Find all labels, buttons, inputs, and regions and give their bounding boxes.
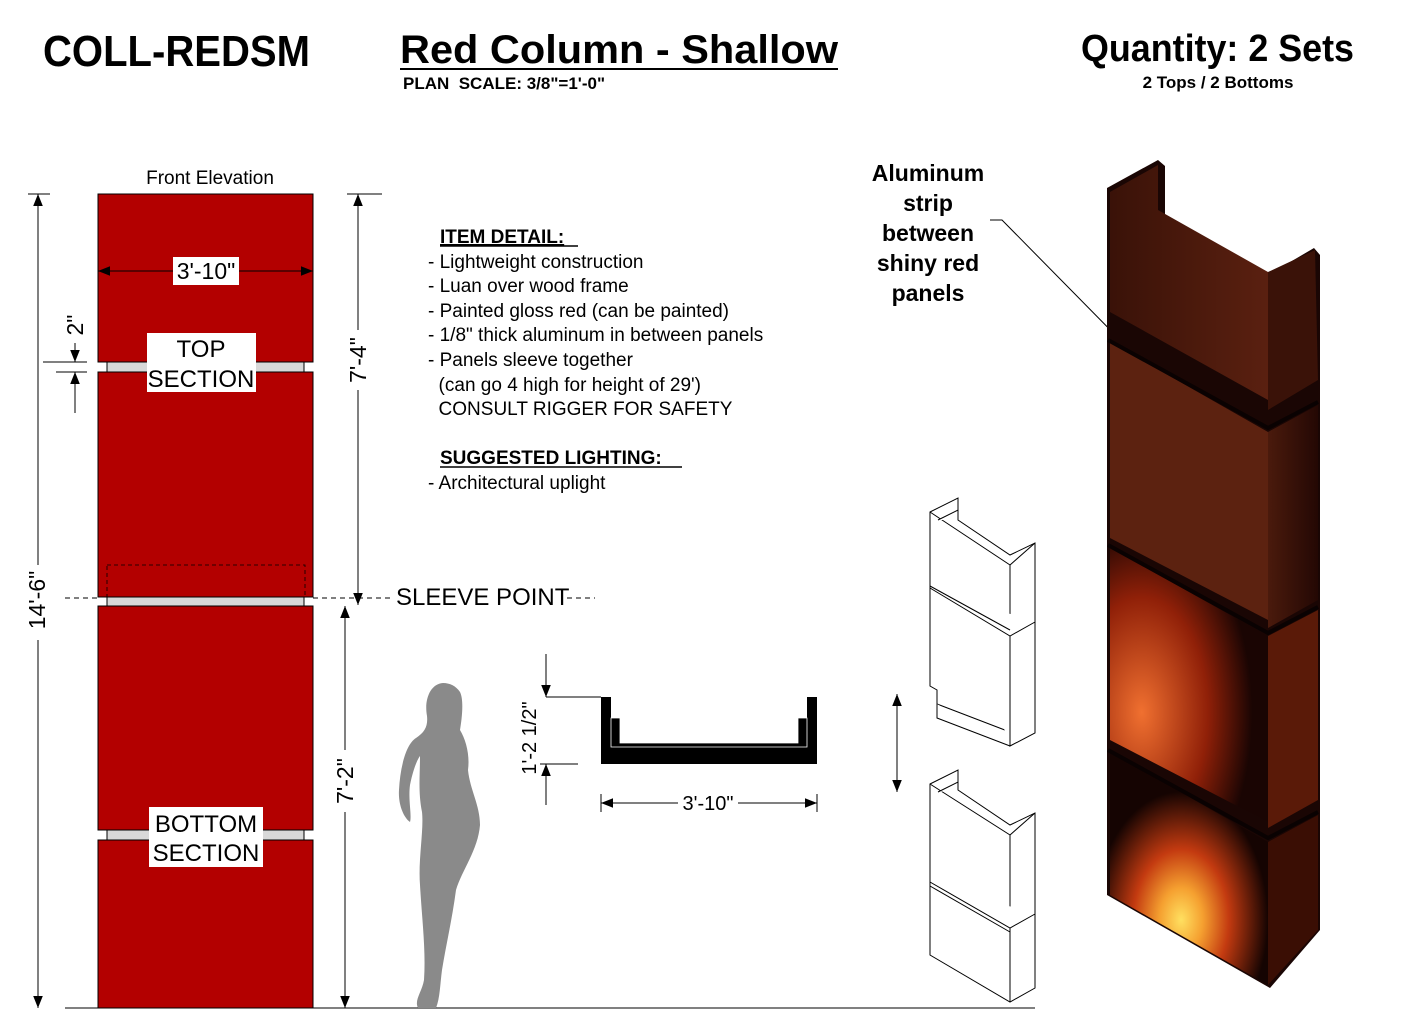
detail-line: (can go 4 high for height of 29') <box>428 375 701 396</box>
panel-bottom-2 <box>97 839 314 1009</box>
plan-view <box>540 654 902 812</box>
detail-line: - Lightweight construction <box>428 252 643 273</box>
top-section-label-1: TOP <box>177 336 226 363</box>
plan-scale: PLAN SCALE: 3/8"=1'-0" <box>403 74 605 93</box>
detail-line: - Luan over wood frame <box>428 276 629 297</box>
front-elevation-label: Front Elevation <box>146 168 274 189</box>
quantity: Quantity: 2 Sets <box>1081 28 1354 70</box>
plan-depth-dimension: 1'-2 1/2" <box>519 701 541 774</box>
front-elevation <box>97 193 314 1009</box>
wireframe-top-section <box>929 497 1036 747</box>
top-height-label: 7'-4" <box>345 337 371 383</box>
total-height-label: 14'-6" <box>24 571 50 630</box>
item-code: COLL-REDSM <box>43 27 310 76</box>
bottom-section-label-1: BOTTOM <box>155 811 257 838</box>
svg-text:Aluminum: Aluminum <box>872 160 984 186</box>
panel-bottom-1 <box>97 605 314 831</box>
bottom-section-label-2: SECTION <box>153 840 260 867</box>
sleeve-outline <box>106 564 306 598</box>
item-detail: ITEM DETAIL: - Lightweight construction … <box>428 227 763 494</box>
panel-top-2 <box>97 371 314 598</box>
gap-dimension-label: 2" <box>62 315 88 336</box>
label-bg <box>149 807 263 867</box>
top-section-label-2: SECTION <box>148 366 255 393</box>
bottom-height-label: 7'-2" <box>332 758 358 804</box>
plan-width-dimension: 3'-10" <box>683 793 734 815</box>
detail-line: CONSULT RIGGER FOR SAFETY <box>428 399 733 420</box>
column-3d-render <box>1107 160 1320 988</box>
label-bg <box>173 257 239 285</box>
sleeve-point-label: SLEEVE POINT <box>396 584 570 611</box>
detail-line: - Panels sleeve together <box>428 350 634 371</box>
svg-text:shiny red: shiny red <box>877 250 979 276</box>
svg-text:between: between <box>882 220 974 246</box>
aluminum-strip <box>106 596 305 607</box>
isometric-wireframe <box>929 497 1036 1003</box>
top-height-dimension <box>347 193 382 605</box>
svg-text:strip: strip <box>903 190 953 216</box>
aluminum-callout: Aluminum strip between shiny red panels <box>872 160 1133 353</box>
total-height-dimension <box>28 193 50 1008</box>
svg-text:panels: panels <box>892 280 965 306</box>
lighting-heading: SUGGESTED LIGHTING: <box>440 448 662 469</box>
detail-line: - 1/8" thick aluminum in between panels <box>428 325 763 346</box>
gap-dimension <box>43 343 87 413</box>
lighting-line: - Architectural uplight <box>428 473 606 494</box>
label-bg <box>147 333 256 392</box>
item-detail-heading: ITEM DETAIL: <box>440 227 564 248</box>
detail-line: - Painted gloss red (can be painted) <box>428 301 729 322</box>
human-scale-silhouette <box>398 683 480 1008</box>
width-dimension: 3'-10" <box>177 258 236 284</box>
callout-leader <box>990 219 1133 353</box>
wireframe-bottom-section <box>929 769 1036 1003</box>
quantity-detail: 2 Tops / 2 Bottoms <box>1143 73 1294 92</box>
page-title: Red Column - Shallow <box>400 28 839 72</box>
